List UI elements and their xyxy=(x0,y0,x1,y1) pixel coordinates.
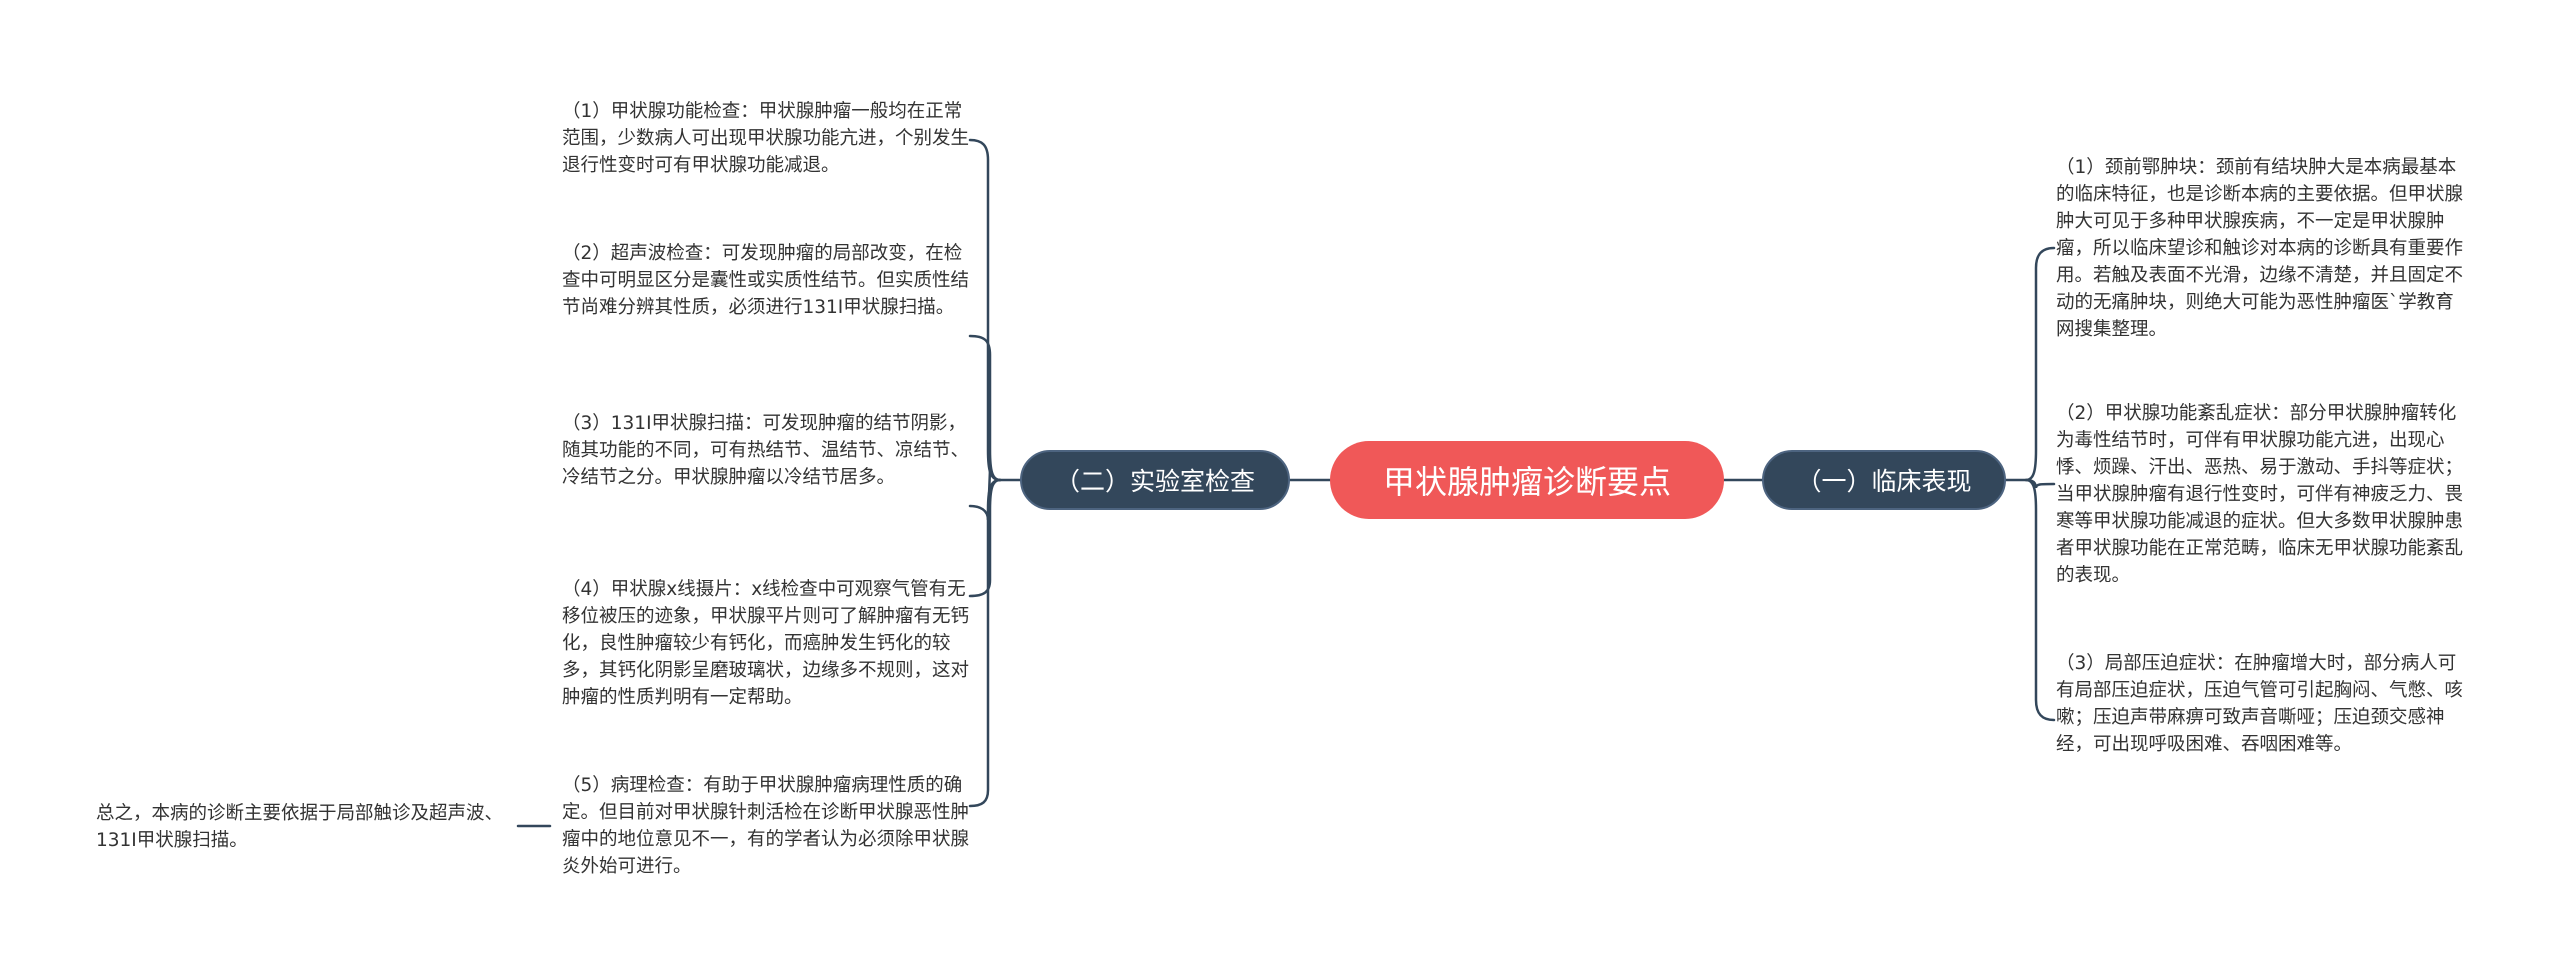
link-left-item-4 xyxy=(968,478,1002,598)
left-item-131i-scan[interactable]: （3）131I甲状腺扫描：可发现肿瘤的结节阴影，随其功能的不同，可有热结节、温结… xyxy=(562,413,970,488)
left-item-pathology[interactable]: （5）病理检查：有助于甲状腺肿瘤病理性质的确定。但目前对甲状腺针刺活检在诊断甲状… xyxy=(562,775,970,877)
link-right-item-3 xyxy=(2024,478,2056,722)
left-item-xray[interactable]: （4）甲状腺x线摄片：x线检查中可观察气管有无移位被压的迹象，甲状腺平片则可了解… xyxy=(562,579,970,708)
right-item-neck-mass[interactable]: （1）颈前鄂肿块：颈前有结块肿大是本病最基本的临床特征，也是诊断本病的主要依据。… xyxy=(2056,157,2464,340)
right-item-thyroid-dysfunction[interactable]: （2）甲状腺功能紊乱症状：部分甲状腺肿瘤转化为毒性结节时，可伴有甲状腺功能亢进，… xyxy=(2056,403,2464,586)
right-item-compression[interactable]: （3）局部压迫症状：在肿瘤增大时，部分病人可有局部压迫症状，压迫气管可引起胸闷、… xyxy=(2056,653,2464,755)
link-left-item-5 xyxy=(968,478,1002,808)
left-item-ultrasound[interactable]: （2）超声波检查：可发现肿瘤的局部改变，在检查中可明显区分是囊性或实质性结节。但… xyxy=(562,243,970,318)
summary-text[interactable]: 总之，本病的诊断主要依据于局部触诊及超声波、131I甲状腺扫描。 xyxy=(96,803,504,851)
link-left-item-2 xyxy=(968,334,1002,482)
link-left-item-3 xyxy=(968,469,1002,521)
left-item-thyroid-function[interactable]: （1）甲状腺功能检查：甲状腺肿瘤一般均在正常范围，少数病人可出现甲状腺功能亢进，… xyxy=(562,101,970,176)
branch-lab-tests[interactable]: （二）实验室检查 xyxy=(1020,450,1290,510)
root-node[interactable]: 甲状腺肿瘤诊断要点 xyxy=(1330,441,1724,519)
link-left-item-1 xyxy=(968,138,1022,482)
link-right-item-1 xyxy=(2004,246,2056,482)
branch-clinical-manifestations[interactable]: （一）临床表现 xyxy=(1762,450,2006,510)
